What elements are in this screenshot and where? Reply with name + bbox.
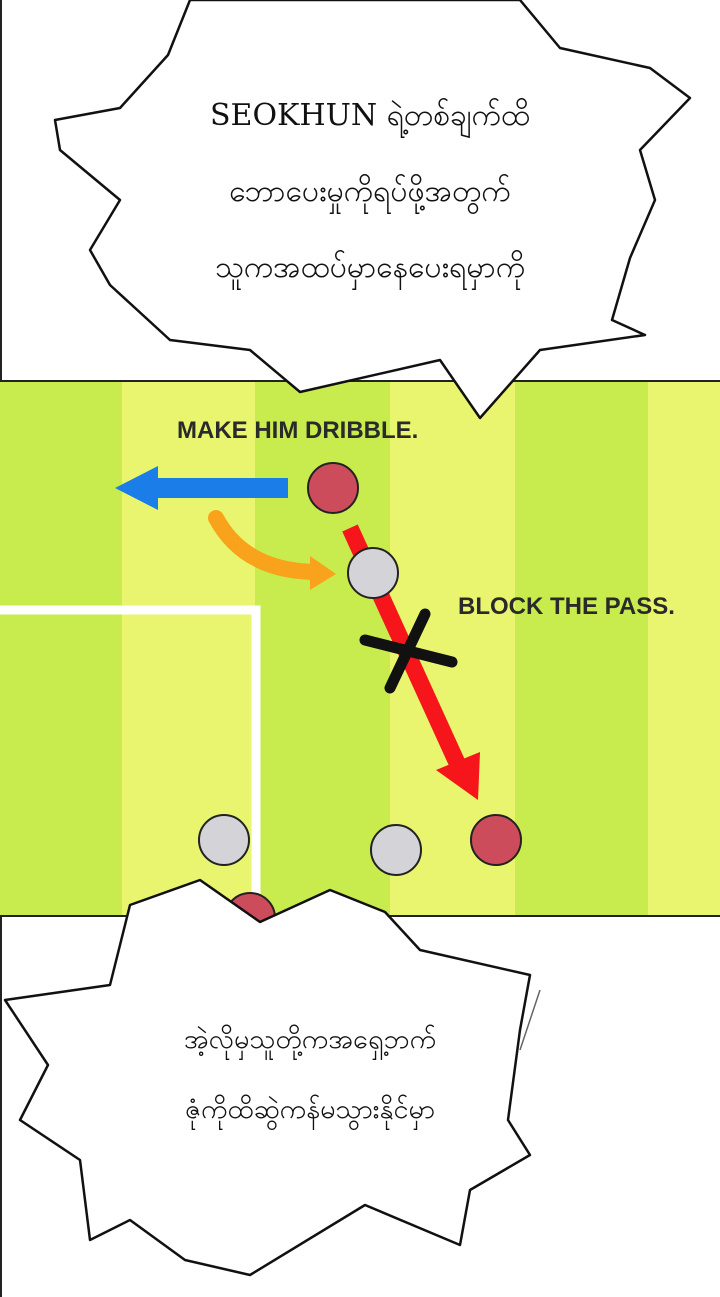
speech-line: ဘောပေးမှုကိုရပ်ဖို့အတွက် (229, 174, 511, 209)
curved-arrow-icon (208, 510, 336, 590)
speech-text-bottom: အဲ့လိုမှသူတို့ကအရှေ့ဘက် ဇုံကိုထိဆွဲကန်မသ… (0, 1005, 720, 1145)
ink-stroke (519, 989, 541, 1051)
label-block-the-pass: BLOCK THE PASS. (458, 593, 675, 620)
speech-line: ဇုံကိုထိဆွဲကန်မသွားနိုင်မှာ (184, 1094, 435, 1125)
label-make-him-dribble: MAKE HIM DRIBBLE. (177, 417, 418, 444)
teammate-player (347, 547, 399, 599)
speech-bubble-top (53, 0, 692, 420)
pitch-stripe (255, 380, 390, 917)
opponent-player (307, 462, 359, 514)
speech-line: အဲ့လိုမှသူတို့ကအရှေ့ဘက် (183, 1024, 437, 1055)
teammate-player (370, 824, 422, 876)
cross-icon (359, 608, 458, 694)
penalty-box-line (0, 605, 261, 910)
teammate-player (198, 814, 250, 866)
speech-text-top: SEOKHUN ရဲ့တစ်ချက်ထိ ဘောပေးမှုကိုရပ်ဖို့… (0, 78, 720, 306)
speech-line: SEOKHUN ရဲ့တစ်ချက်ထိ (210, 98, 530, 133)
arrow-left-icon (115, 466, 288, 510)
speech-bubble-bottom (3, 878, 532, 1277)
pitch-stripe (0, 380, 122, 917)
speech-line: သူကအထပ်မှာနေပေးရမှာကို (214, 250, 526, 285)
pitch-stripe (515, 380, 648, 917)
pitch-diagram: MAKE HIM DRIBBLE. BLOCK THE PASS. (0, 380, 720, 944)
opponent-player (470, 814, 522, 866)
